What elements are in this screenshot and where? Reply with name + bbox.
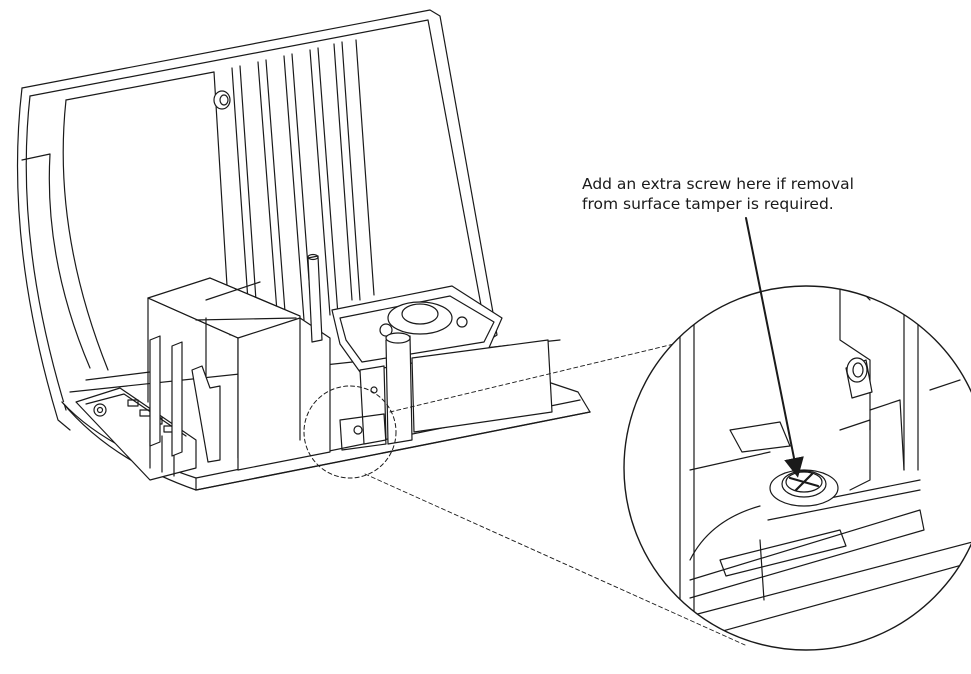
zoom-leader-bottom [364,473,746,646]
callout-arrow [745,217,804,478]
annotation-line-1: Add an extra screw here if removal [582,175,854,193]
annotation-line-2: from surface tamper is required. [582,195,834,213]
lid-mounting-post [213,90,231,110]
pillar [385,332,413,445]
support-rod [307,253,323,343]
annotation-callout: Add an extra screw here if removal from … [582,174,942,214]
terminal-block [75,387,197,481]
detail-marker-circle [303,385,397,479]
front-wall [339,339,553,451]
zoom-knob [845,357,873,399]
enclosure-lid [16,9,498,431]
phillips-screw-icon [769,469,839,507]
zoom-detail [623,285,971,651]
pcb-plates [149,335,221,463]
transformer-box [147,277,331,471]
